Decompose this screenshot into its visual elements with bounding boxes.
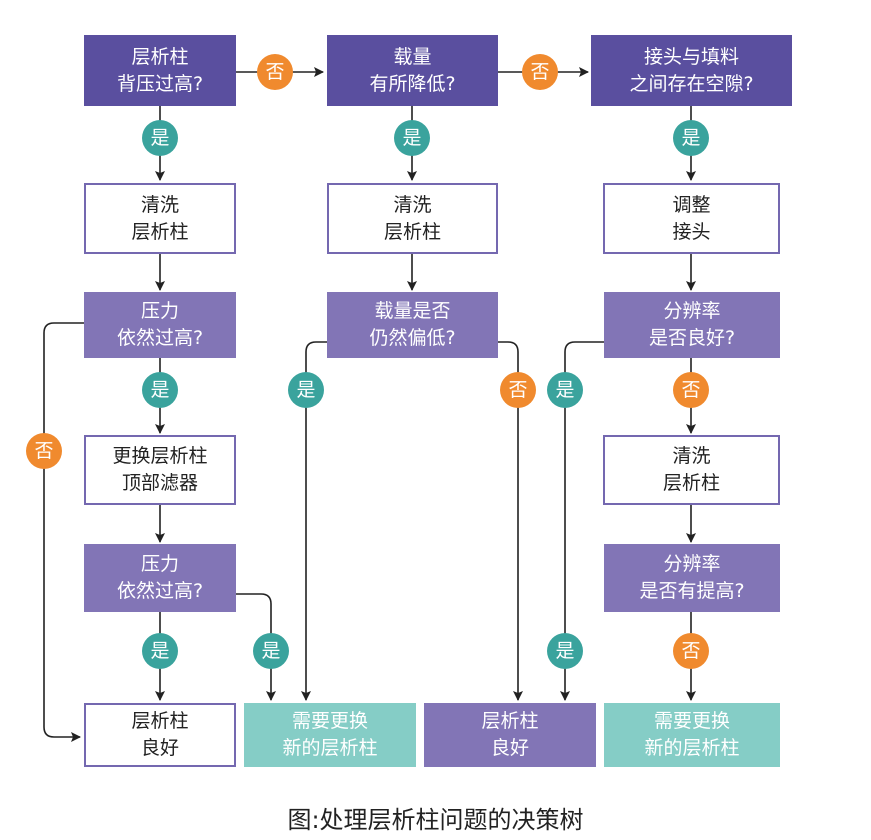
node-load-still-low: 载量是否 仍然偏低?: [327, 292, 498, 358]
no-badge: 否: [673, 633, 709, 669]
yes-badge: 是: [142, 633, 178, 669]
yes-badge: 是: [547, 372, 583, 408]
node-adjust-adapter: 调整 接头: [603, 183, 780, 254]
yes-badge: 是: [142, 372, 178, 408]
node-clean-column-2: 清洗 层析柱: [327, 183, 498, 254]
edge-c2q2-yes-to-replace: [301, 341, 327, 701]
node-clean-column-3: 清洗 层析柱: [603, 435, 780, 505]
node-load-decreased-question: 载量 有所降低?: [327, 35, 498, 106]
edge-c1q2-no-to-good: [43, 322, 84, 742]
result-column-good-1: 层析柱 良好: [84, 703, 236, 767]
yes-badge: 是: [253, 633, 289, 669]
no-badge: 否: [257, 54, 293, 90]
edge-c1q3-to-replace: [236, 593, 276, 701]
yes-badge: 是: [394, 120, 430, 156]
yes-badge: 是: [673, 120, 709, 156]
node-pressure-still-high-1: 压力 依然过高?: [84, 292, 236, 358]
yes-badge: 是: [547, 633, 583, 669]
node-backpressure-question: 层析柱 背压过高?: [84, 35, 236, 106]
yes-badge: 是: [142, 120, 178, 156]
node-resolution-good: 分辨率 是否良好?: [604, 292, 780, 358]
node-gap-question: 接头与填料 之间存在空隙?: [591, 35, 792, 106]
edge-c2q2-no-to-good: [498, 341, 523, 701]
no-badge: 否: [522, 54, 558, 90]
result-replace-column-2: 需要更换 新的层析柱: [604, 703, 780, 767]
node-replace-top-filter: 更换层析柱 顶部滤器: [84, 435, 236, 505]
figure-caption: 图:处理层析柱问题的决策树: [287, 806, 584, 834]
no-badge: 否: [673, 372, 709, 408]
result-column-good-2: 层析柱 良好: [424, 703, 596, 767]
no-badge: 否: [26, 433, 62, 469]
node-pressure-still-high-2: 压力 依然过高?: [84, 544, 236, 612]
node-resolution-improved: 分辨率 是否有提高?: [604, 544, 780, 612]
edge-c3q2-yes-to-good: [560, 341, 604, 701]
result-replace-column-1: 需要更换 新的层析柱: [244, 703, 416, 767]
node-clean-column-1: 清洗 层析柱: [84, 183, 236, 254]
no-badge: 否: [500, 372, 536, 408]
yes-badge: 是: [288, 372, 324, 408]
